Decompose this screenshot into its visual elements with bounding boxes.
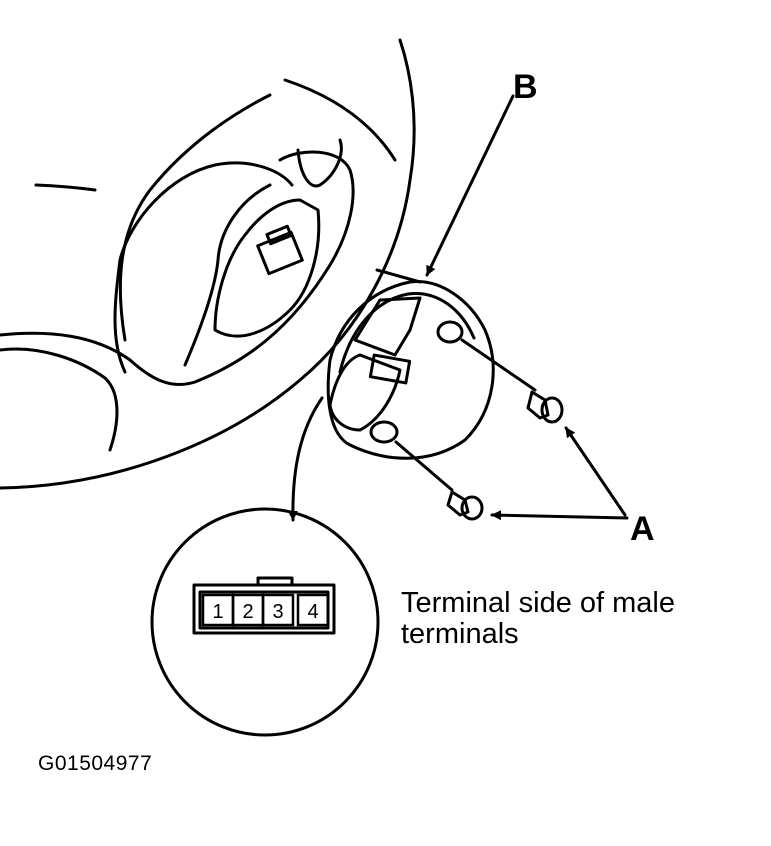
screw-alignment-line-lower [394, 440, 454, 492]
switch-cavity [213, 198, 321, 338]
leader-arrow-a-lower [490, 510, 629, 521]
spoke-inner-contour-2 [183, 183, 272, 367]
cruise-switch-body [326, 280, 495, 460]
mounting-hole-upper [436, 320, 464, 344]
hub-detail [34, 183, 97, 192]
screw-alignment-line-upper [460, 338, 537, 392]
switch-button-lower [328, 353, 402, 432]
pin-4-cell [296, 593, 330, 627]
spoke-inner-contour [113, 161, 294, 374]
pin-4-label: 4 [307, 601, 318, 623]
mounting-hole-lower [369, 420, 399, 444]
leader-arrow-b [425, 94, 515, 277]
screw-alignment-line-hub [375, 268, 422, 284]
pin-1-label: 1 [212, 601, 223, 623]
figure-id: G01504977 [38, 752, 153, 775]
horn-pad-curve [296, 138, 343, 188]
screw-lower [446, 490, 484, 521]
connector-caption: Terminal side of male terminals [401, 587, 675, 650]
horn-pad-edge [118, 93, 272, 342]
cruise-switch-rim [338, 292, 476, 374]
steering-wheel-hub [0, 347, 119, 452]
switch-button-right [368, 353, 412, 385]
switch-button-upper [353, 296, 422, 357]
screw-upper [526, 390, 564, 424]
callout-b-label: B [513, 68, 538, 106]
connector-pins [201, 593, 330, 627]
steering-wheel-spoke [0, 150, 355, 387]
callout-a-label: A [630, 510, 655, 548]
pin-3-label: 3 [272, 601, 283, 623]
steering-wheel-rim [0, 38, 416, 490]
steering-wheel-outer-edge [283, 78, 397, 162]
connector-lead [287, 396, 324, 522]
cavity-connector-latch [265, 224, 293, 246]
cavity-connector [256, 230, 304, 276]
connector-key [256, 576, 294, 587]
pin-3-cell [261, 593, 295, 627]
connector-housing [192, 583, 336, 635]
pin-2-label: 2 [242, 601, 253, 623]
leader-arrow-a-upper [564, 426, 627, 517]
connector-detail-circle [150, 507, 380, 737]
